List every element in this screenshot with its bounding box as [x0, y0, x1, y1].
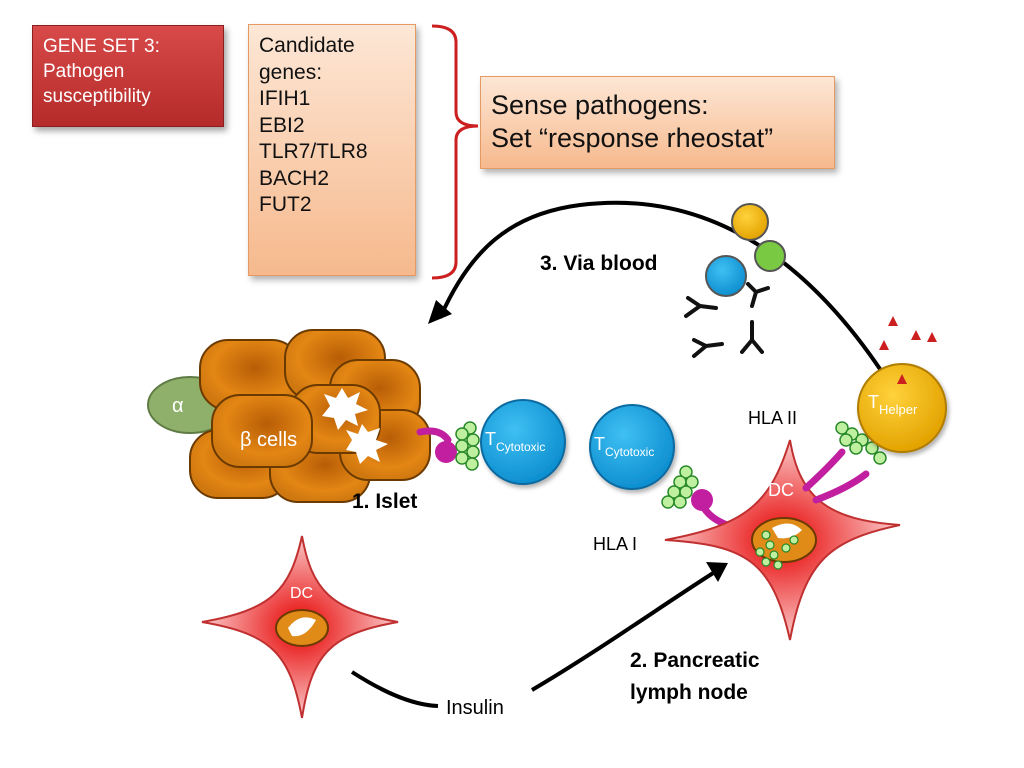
gene-set-box: GENE SET 3: Pathogen susceptibility: [32, 25, 224, 127]
cytokine-icon: [927, 332, 937, 342]
cytokine-icon: [888, 316, 898, 326]
via-blood-arrow: [438, 200, 884, 374]
beta-cells-label: β cells: [240, 429, 297, 451]
t-cytotoxic-islet: [480, 399, 566, 485]
dc-islet-label: DC: [290, 585, 313, 602]
sense-line-2: Set “response rheostat”: [491, 123, 774, 153]
t-cytotoxic-middle-label: TCytotoxic: [594, 434, 654, 459]
red-bracket: [431, 24, 479, 280]
middle-tcr-chain: [661, 465, 699, 509]
lymph-node-label-2: lymph node: [630, 681, 748, 704]
cytokine-icon: [879, 340, 889, 350]
gene-item: EBI2: [259, 113, 305, 137]
hla-ii-molecule-2: [812, 470, 870, 504]
candidate-genes-box: Candidate genes: IFIH1 EBI2 TLR7/TLR8 BA…: [248, 24, 416, 276]
gene-item: BACH2: [259, 166, 330, 190]
hla-ii-molecule: [802, 448, 846, 492]
insulin-arrowhead: [706, 562, 728, 582]
beta-cell-cluster: [189, 329, 431, 503]
t-helper-label: THelper: [868, 392, 918, 417]
gene-item: FUT2: [259, 193, 312, 216]
antibody-icon: [746, 282, 770, 308]
gene-set-subtitle-1: Pathogen: [43, 61, 125, 82]
antibody-icon: [684, 296, 718, 318]
t-cytotoxic-islet-label: TCytotoxic: [485, 429, 545, 454]
t-helper-cell: [857, 363, 947, 453]
gene-set-subtitle-2: susceptibility: [43, 86, 151, 107]
islet-tcr-chain: [455, 421, 480, 471]
antibody-icon: [740, 320, 764, 354]
islet-hla-i-molecule: [416, 427, 452, 444]
insulin-to-lymph-arrow: [530, 568, 720, 692]
cytokine-icon: [911, 330, 921, 340]
via-blood-arrowhead: [428, 300, 452, 324]
sense-pathogens-box: Sense pathogens: Set “response rheostat”: [480, 76, 835, 169]
islet-label: 1. Islet: [352, 490, 417, 513]
t-cytotoxic-middle: [589, 404, 675, 490]
damage-burst-icon: [322, 388, 368, 430]
b-cell-green: [754, 240, 786, 272]
dc-to-insulin-line: [350, 670, 439, 708]
insulin-label: Insulin: [446, 697, 504, 719]
candidate-heading-1: Candidate: [259, 34, 355, 57]
hla-i-label: HLA I: [593, 534, 637, 554]
gene-item: TLR7/TLR8: [259, 140, 368, 163]
gene-item: IFIH1: [259, 87, 311, 110]
dc-peptide-chain: [755, 530, 799, 570]
gene-set-title: GENE SET 3:: [43, 36, 160, 57]
b-cell-blue: [705, 255, 747, 297]
helper-tcr-chain: [835, 421, 887, 465]
via-blood-label: 3. Via blood: [540, 252, 657, 275]
b-cell-gold: [731, 203, 769, 241]
alpha-label: α: [172, 395, 184, 417]
middle-hla-i-head: [691, 489, 713, 511]
dc-lymph-antigen-fragment: [772, 523, 802, 539]
cytokine-icon: [897, 374, 907, 384]
dc-lymph-label: DC: [768, 480, 794, 500]
dc-islet-antigen-fragment: [288, 617, 316, 637]
sense-line-1: Sense pathogens:: [491, 90, 709, 120]
damage-burst-icon: [346, 424, 388, 464]
antibody-icon: [692, 338, 724, 358]
lymph-node-label-1: 2. Pancreatic: [630, 649, 760, 672]
hla-ii-label: HLA II: [748, 408, 797, 428]
candidate-heading-2: genes:: [259, 60, 323, 84]
islet-hla-i-head: [435, 441, 457, 463]
